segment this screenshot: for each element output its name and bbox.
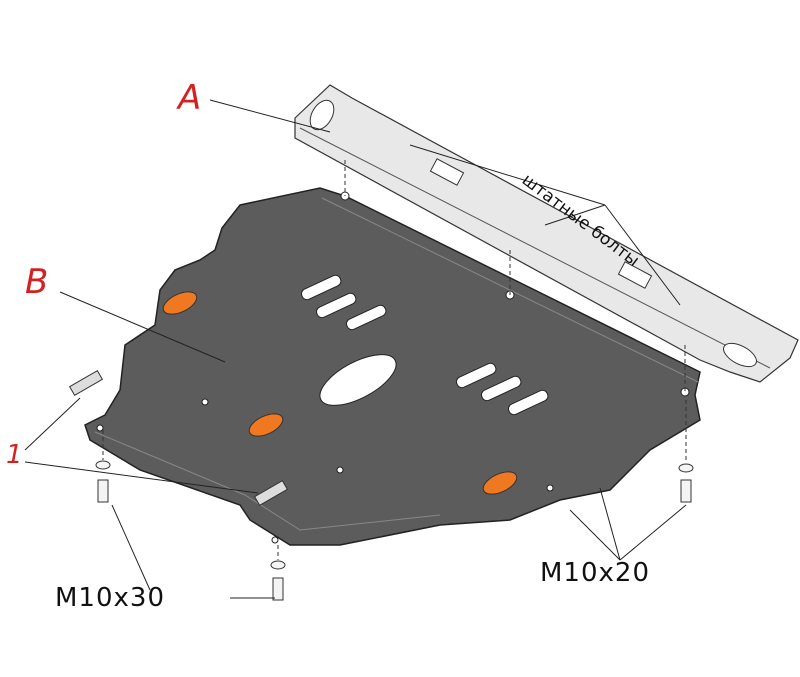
label-part-1: 1 (6, 440, 23, 470)
label-part-a: A (178, 78, 202, 118)
vent-slots (300, 274, 549, 416)
bolts (95, 460, 694, 601)
label-part-b: B (25, 262, 49, 302)
label-bolt-m10x20: M10x20 (540, 558, 650, 588)
bracket-a (294, 84, 799, 383)
label-bolt-m10x30: M10x30 (55, 583, 165, 613)
logo-badges (162, 291, 518, 495)
